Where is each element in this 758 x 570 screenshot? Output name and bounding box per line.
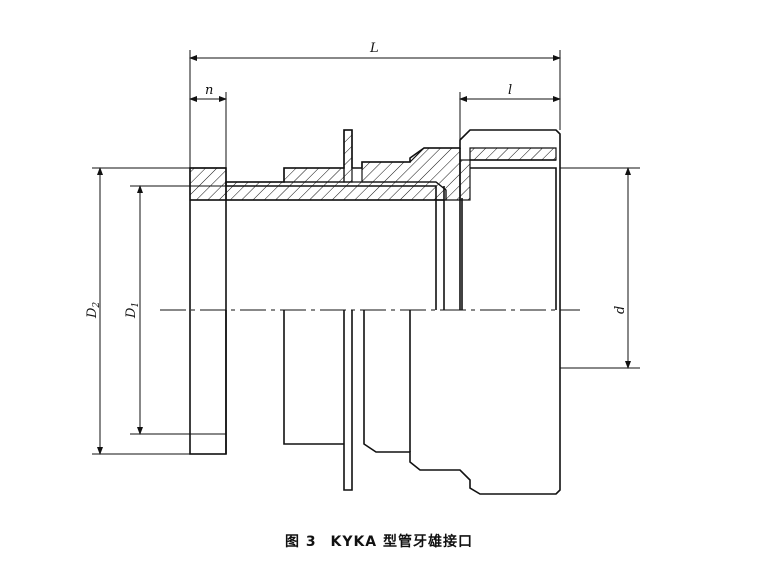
section-hatching [189, 129, 557, 201]
dim-label-D1: D1 [124, 302, 141, 319]
svg-text:d: d [613, 306, 628, 314]
dim-label-L: L [369, 41, 379, 56]
svg-text:D1: D1 [124, 302, 141, 319]
figure-title: KYKA 型管牙雄接口 [330, 534, 474, 550]
figure-number: 图 3 [284, 534, 317, 550]
dim-label-D2: D2 [85, 302, 102, 319]
svg-text:D2: D2 [85, 302, 102, 319]
dim-label-n: n [205, 83, 213, 98]
figure-caption: 图 3 KYKA 型管牙雄接口 [0, 531, 758, 551]
dim-label-l: l [508, 83, 512, 98]
dimension-labels: L n l D2 D1 d [85, 41, 628, 319]
dim-label-d: d [613, 306, 628, 314]
dimension-lines [92, 50, 640, 455]
